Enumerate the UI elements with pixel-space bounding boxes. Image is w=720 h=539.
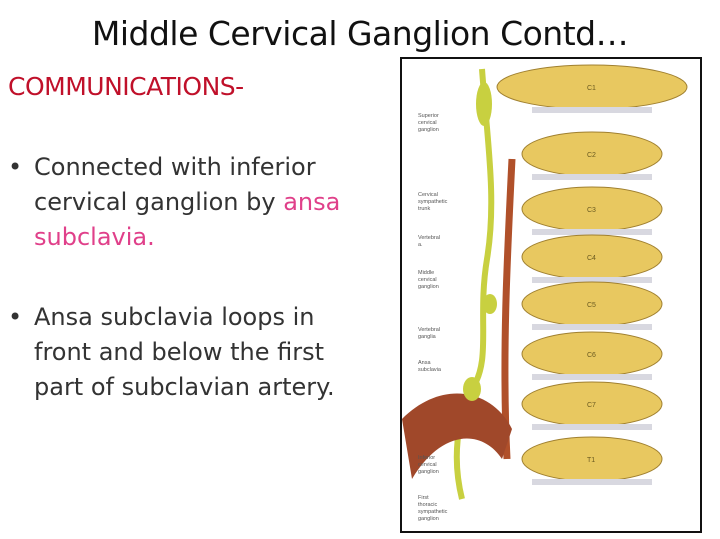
intervertebral-disc xyxy=(532,424,652,430)
bullet-item: • Ansa subclavia loops in front and belo… xyxy=(8,300,368,405)
highlight-text: ansa subclavia. xyxy=(34,188,341,251)
vertebra-label: T1 xyxy=(587,457,595,464)
vertebra-label: C4 xyxy=(587,255,596,262)
intervertebral-disc xyxy=(532,479,652,485)
intervertebral-disc xyxy=(532,324,652,330)
intervertebral-disc xyxy=(532,229,652,235)
bullet-text: Connected with inferior cervical ganglio… xyxy=(34,153,316,216)
section-heading: COMMUNICATIONS- xyxy=(8,72,244,101)
bullet-icon: • xyxy=(8,303,23,331)
vertebra-label: C1 xyxy=(587,85,596,92)
intervertebral-disc xyxy=(532,277,652,283)
vertebra-label: C5 xyxy=(587,302,596,309)
intervertebral-disc xyxy=(532,107,652,113)
bullet-text: Ansa subclavia loops in front and below … xyxy=(34,303,335,401)
bullet-item: • Connected with inferior cervical gangl… xyxy=(8,150,368,255)
slide-title: Middle Cervical Ganglion Contd… xyxy=(91,14,629,53)
intervertebral-disc xyxy=(532,174,652,180)
vertebra-label: C7 xyxy=(587,402,596,409)
intervertebral-disc xyxy=(532,374,652,380)
bullet-icon: • xyxy=(8,153,23,181)
vertebra-label: C3 xyxy=(587,207,596,214)
vertebra-label: C6 xyxy=(587,352,596,359)
vertebra-label: C2 xyxy=(587,152,596,159)
